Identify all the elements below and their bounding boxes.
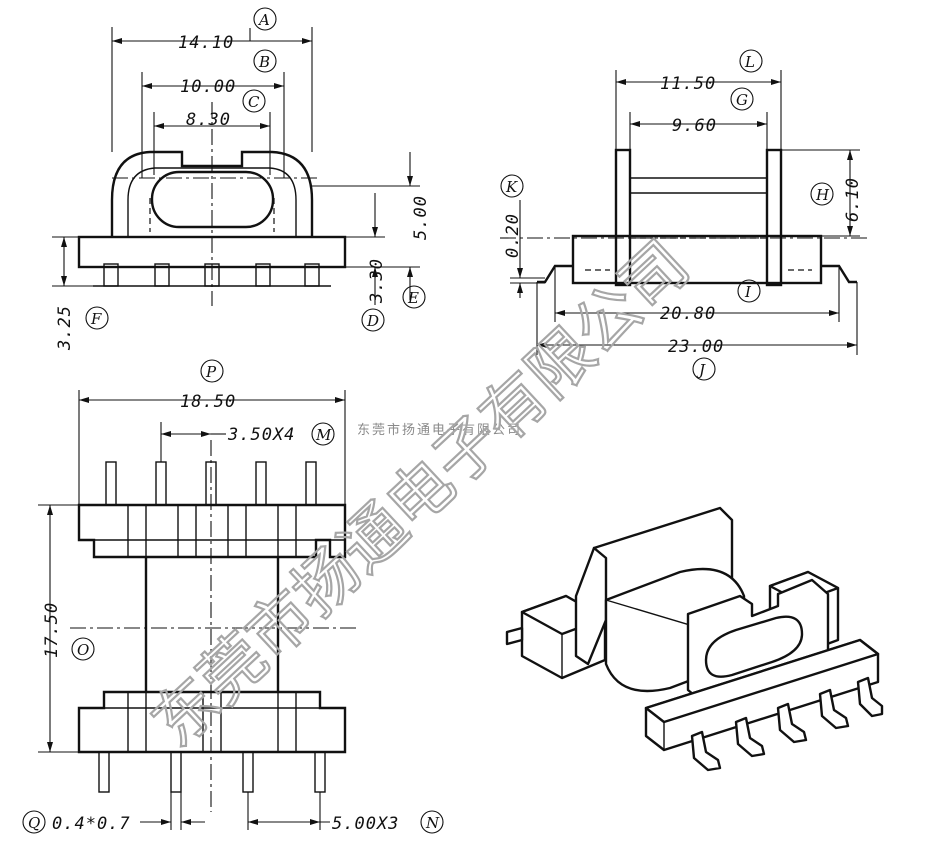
dim-o-value: 17.50	[42, 602, 62, 658]
dim-k-value: 0.20	[503, 213, 523, 258]
dim-c-label: C	[248, 93, 260, 111]
dim-a-value: 14.10	[178, 33, 234, 53]
lower-pins	[98, 751, 326, 793]
dim-o-label: O	[77, 641, 89, 659]
dim-i-value: 20.80	[660, 304, 716, 324]
dim-p-label: P	[205, 363, 217, 381]
dim-q-label: Q	[28, 814, 40, 832]
dim-i-label: I	[744, 283, 752, 301]
dim-m-label: M	[315, 426, 332, 444]
dim-m-value: 3.50X4	[227, 425, 295, 445]
dim-e-value: 5.00	[411, 195, 431, 240]
watermark-small: 东莞市扬通电子有限公司	[357, 422, 522, 438]
iso-leads	[690, 676, 884, 772]
dim-h-label: H	[815, 186, 830, 204]
dim-b-label: B	[258, 53, 270, 71]
front-view: 14.10 A 10.00 B 8.30 C 5.00 E 3.30	[52, 7, 431, 351]
side-view: 11.50 L 9.60 G 6.10 H 0.20 K 20.80	[500, 49, 870, 381]
dim-k-label: K	[505, 178, 518, 196]
dim-d-label: D	[366, 312, 379, 330]
dim-e-label: E	[407, 289, 419, 307]
dim-f-label: F	[90, 310, 102, 328]
dim-l-label: L	[744, 53, 755, 71]
dim-h-value: 6.10	[843, 177, 863, 222]
dim-g-value: 9.60	[672, 116, 717, 136]
dim-b-value: 10.00	[180, 77, 236, 97]
dim-c-value: 8.30	[186, 110, 231, 130]
dim-l-value: 11.50	[660, 74, 716, 94]
dim-g-label: G	[736, 91, 748, 109]
dim-f-value: 3.25	[55, 305, 75, 351]
dim-n-value: 5.00X3	[332, 814, 399, 834]
dim-a-label: A	[257, 11, 270, 29]
dim-d-value: 3.30	[367, 258, 387, 304]
dim-p-value: 18.50	[180, 392, 236, 412]
top-view: 18.50 P 3.50X4 M 17.50 O Q 0.4*0.7	[22, 359, 444, 834]
dim-q-value: 0.4*0.7	[52, 814, 131, 834]
isometric-view	[505, 506, 884, 772]
dim-j-value: 23.00	[668, 337, 724, 357]
dim-j-label: J	[696, 361, 706, 379]
dim-n-label: N	[425, 814, 440, 832]
